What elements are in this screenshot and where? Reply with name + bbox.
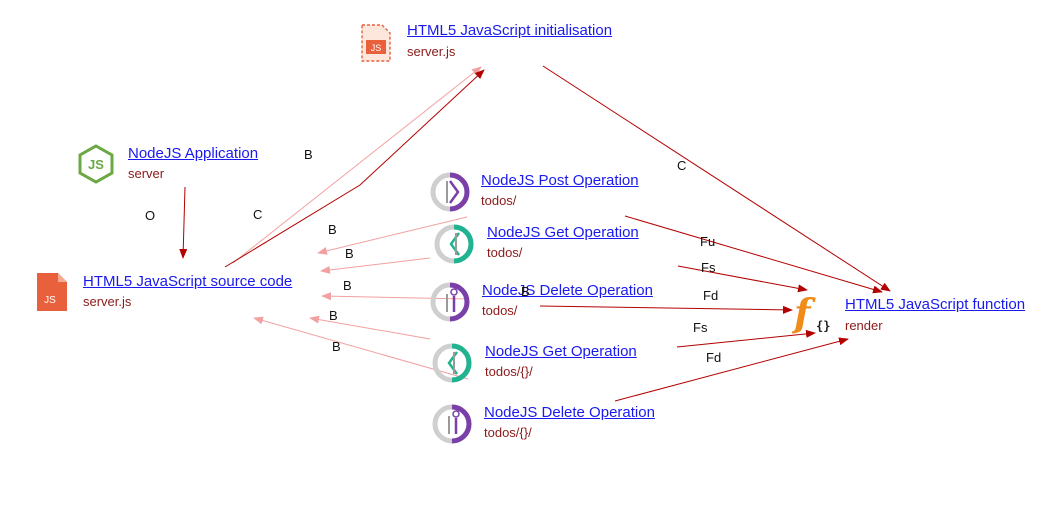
get-operation-icon bbox=[434, 224, 474, 264]
node-post-operation[interactable]: NodeJS Post Operation todos/ bbox=[430, 171, 670, 215]
svg-text:JS: JS bbox=[371, 43, 382, 53]
edge-delete2-to-func[interactable] bbox=[614, 337, 849, 402]
node-get2-title[interactable]: NodeJS Get Operation bbox=[485, 343, 637, 360]
edge-get1-to-source[interactable] bbox=[320, 257, 431, 274]
node-post-subtitle: todos/ bbox=[481, 193, 517, 208]
edge-label-b: B bbox=[521, 284, 530, 299]
edge-label-o: O bbox=[145, 208, 156, 223]
node-post-title[interactable]: NodeJS Post Operation bbox=[481, 172, 639, 189]
edge-label-b: B bbox=[332, 339, 341, 354]
node-get-operation[interactable]: NodeJS Get Operation todos/ bbox=[434, 223, 664, 267]
node-app[interactable]: JS NodeJS Application server bbox=[77, 144, 277, 188]
delete-operation-icon bbox=[432, 404, 472, 444]
edge-delete2-to-source[interactable] bbox=[253, 316, 469, 380]
node-function[interactable]: f {} HTML5 JavaScript function render bbox=[792, 292, 1042, 336]
edge-label-fd: Fd bbox=[703, 288, 719, 303]
node-app-subtitle: server bbox=[128, 166, 165, 181]
edge-label-fs: Fs bbox=[693, 320, 708, 335]
node-delete1-title[interactable]: NodeJS Delete Operation bbox=[482, 282, 653, 299]
js-file-dashed-icon: JS bbox=[361, 24, 391, 62]
edge-label-b: B bbox=[304, 147, 313, 162]
node-init[interactable]: JS HTML5 JavaScript initialisation serve… bbox=[360, 22, 630, 66]
node-app-title[interactable]: NodeJS Application bbox=[128, 145, 259, 162]
node-source-subtitle: server.js bbox=[83, 294, 132, 309]
delete-operation-icon bbox=[430, 282, 470, 322]
edge-label-fd: Fd bbox=[706, 350, 722, 365]
svg-text:{}: {} bbox=[816, 319, 830, 333]
js-file-icon: JS bbox=[37, 273, 67, 311]
nodejs-hexagon-icon: JS bbox=[78, 144, 114, 184]
edge-source-to-init-faint[interactable] bbox=[232, 66, 482, 264]
node-get-operation[interactable]: NodeJS Get Operation todos/{}/ bbox=[432, 342, 662, 386]
edge-get1-to-func[interactable] bbox=[677, 265, 808, 293]
node-init-title[interactable]: HTML5 JavaScript initialisation bbox=[407, 22, 613, 39]
node-delete2-subtitle: todos/{}/ bbox=[484, 425, 532, 440]
edge-get2-to-func[interactable] bbox=[676, 329, 816, 348]
node-delete-operation[interactable]: NodeJS Delete Operation todos/{}/ bbox=[432, 404, 672, 448]
edge-post-to-source[interactable] bbox=[317, 216, 468, 255]
edge-label-fu: Fu bbox=[700, 234, 716, 249]
edge-app-to-source[interactable] bbox=[179, 186, 188, 259]
edge-label-c: C bbox=[253, 207, 263, 222]
node-get2-subtitle: todos/{}/ bbox=[485, 364, 533, 379]
edge-source-to-init[interactable] bbox=[224, 69, 485, 268]
edge-delete1-to-func[interactable] bbox=[539, 305, 793, 314]
edge-post-to-func[interactable] bbox=[624, 215, 883, 294]
svg-text:f: f bbox=[792, 292, 816, 335]
node-delete2-title[interactable]: NodeJS Delete Operation bbox=[484, 404, 655, 421]
edge-label-b: B bbox=[328, 222, 337, 237]
edge-label-b: B bbox=[329, 308, 338, 323]
node-delete-operation[interactable]: NodeJS Delete Operation todos/ bbox=[430, 282, 670, 326]
svg-text:JS: JS bbox=[44, 295, 56, 306]
edge-label-b: B bbox=[345, 246, 354, 261]
node-source[interactable]: JS HTML5 JavaScript source code server.j… bbox=[36, 272, 316, 316]
edge-delete1-to-source[interactable] bbox=[321, 292, 469, 301]
edge-label-b: B bbox=[343, 278, 352, 293]
function-icon: f {} bbox=[792, 292, 830, 335]
post-operation-icon bbox=[430, 172, 470, 212]
svg-text:JS: JS bbox=[88, 157, 104, 172]
node-init-subtitle: server.js bbox=[407, 44, 456, 59]
edge-label-c: C bbox=[677, 158, 687, 173]
node-delete1-subtitle: todos/ bbox=[482, 303, 518, 318]
edge-init-to-func[interactable] bbox=[542, 65, 891, 292]
edge-get2-to-source[interactable] bbox=[309, 315, 431, 340]
node-source-title[interactable]: HTML5 JavaScript source code bbox=[83, 273, 293, 290]
get-operation-icon bbox=[432, 343, 472, 383]
node-function-subtitle: render bbox=[845, 318, 883, 333]
edge-label-fs: Fs bbox=[701, 260, 716, 275]
node-get1-title[interactable]: NodeJS Get Operation bbox=[487, 224, 639, 241]
node-get1-subtitle: todos/ bbox=[487, 245, 523, 260]
node-function-title[interactable]: HTML5 JavaScript function bbox=[845, 296, 1026, 313]
